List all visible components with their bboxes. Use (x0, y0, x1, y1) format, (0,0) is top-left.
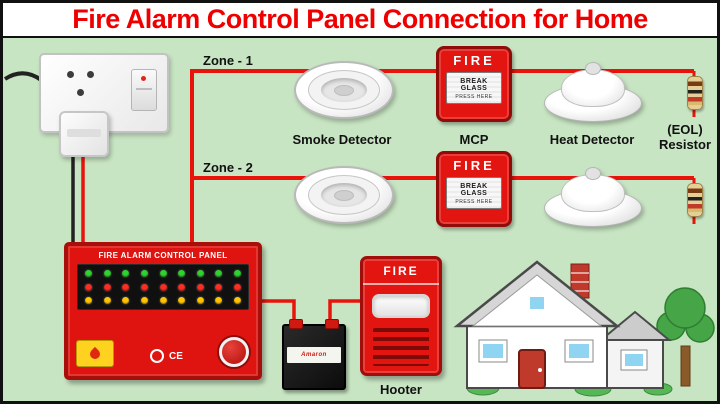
hooter: FIRE (360, 256, 442, 376)
hooter-grille (373, 328, 429, 366)
ce-mark: CE (150, 349, 183, 363)
smoke-detector-caption: Smoke Detector (292, 132, 392, 147)
page-title: Fire Alarm Control Panel Connection for … (72, 4, 648, 34)
switch-indicator (141, 76, 146, 81)
heat-detector-dome (561, 69, 625, 107)
smoke-detector-zone2 (294, 166, 394, 224)
panel-led-display (77, 264, 249, 310)
led-row-yellow (85, 297, 241, 304)
mcp-break-glass: BREAK GLASS PRESS HERE (446, 177, 502, 209)
break-glass-text: BREAK GLASS (460, 183, 488, 197)
battery-terminal-negative (325, 319, 339, 329)
hooter-top-band: FIRE (363, 259, 439, 285)
panel-lower-face: CE (68, 310, 258, 376)
led-row-green (85, 270, 241, 277)
eol-resistor-zone2 (687, 183, 703, 217)
smoke-detector-center (334, 189, 354, 201)
smoke-detector-ring (321, 78, 367, 102)
zone1-label: Zone - 1 (203, 53, 253, 68)
press-here-text: PRESS HERE (455, 94, 493, 100)
mcp-fire-text: FIRE (453, 53, 495, 68)
panel-button (219, 337, 249, 367)
house-tree (656, 287, 715, 387)
smoke-detector-center (334, 84, 354, 96)
mcp-fire-text: FIRE (453, 158, 495, 173)
led-row-red (85, 283, 241, 291)
certification-circle-icon (150, 349, 164, 363)
battery-label: Amaron (287, 347, 341, 363)
ce-text: CE (169, 350, 183, 362)
hooter-caption: Hooter (380, 382, 422, 397)
eol-caption-line2: Resistor (658, 137, 712, 152)
mcp-caption: MCP (459, 132, 489, 147)
smoke-detector-ring (308, 175, 380, 215)
hooter-strobe-lens (372, 294, 430, 318)
battery-brand: Amaron (301, 352, 327, 358)
battery-terminal-positive (289, 319, 303, 329)
eol-resistor-caption: (EOL) Resistor (653, 122, 717, 152)
socket-switch (131, 69, 157, 111)
title-bar: Fire Alarm Control Panel Connection for … (3, 3, 717, 38)
panel-title: FIRE ALARM CONTROL PANEL (98, 251, 228, 260)
heat-detector-zone1 (544, 62, 642, 122)
house-garage (598, 310, 672, 389)
mcp-break-glass: BREAK GLASS PRESS HERE (446, 72, 502, 104)
heat-detector-tip (585, 62, 601, 75)
flame-icon (87, 346, 103, 361)
battery: Amaron (282, 319, 346, 390)
socket-pinhole (67, 71, 74, 78)
fire-alarm-control-panel: FIRE ALARM CONTROL PANEL CE (64, 242, 262, 380)
eol-resistor-zone1 (687, 76, 703, 110)
smoke-detector-zone1 (294, 61, 394, 119)
hooter-fire-text: FIRE (383, 264, 419, 278)
heat-detector-tip (585, 167, 601, 180)
switch-line (136, 88, 152, 90)
brand-logo (76, 340, 114, 367)
socket-pinhole (87, 71, 94, 78)
house-illustration (453, 260, 715, 397)
power-plug (59, 111, 109, 157)
zone2-label: Zone - 2 (203, 160, 253, 175)
mcp-zone1: FIRE BREAK GLASS PRESS HERE (436, 46, 512, 122)
smoke-detector-ring (321, 183, 367, 207)
heat-detector-zone2 (544, 167, 642, 227)
break-glass-text: BREAK GLASS (460, 78, 488, 92)
mcp-zone2: FIRE BREAK GLASS PRESS HERE (436, 151, 512, 227)
smoke-detector-ring (308, 70, 380, 110)
plug-band (67, 129, 101, 137)
eol-caption-line1: (EOL) (667, 122, 703, 137)
heat-detector-caption: Heat Detector (549, 132, 635, 147)
socket-pinhole (77, 89, 84, 96)
house-main (453, 260, 621, 389)
press-here-text: PRESS HERE (455, 199, 493, 205)
